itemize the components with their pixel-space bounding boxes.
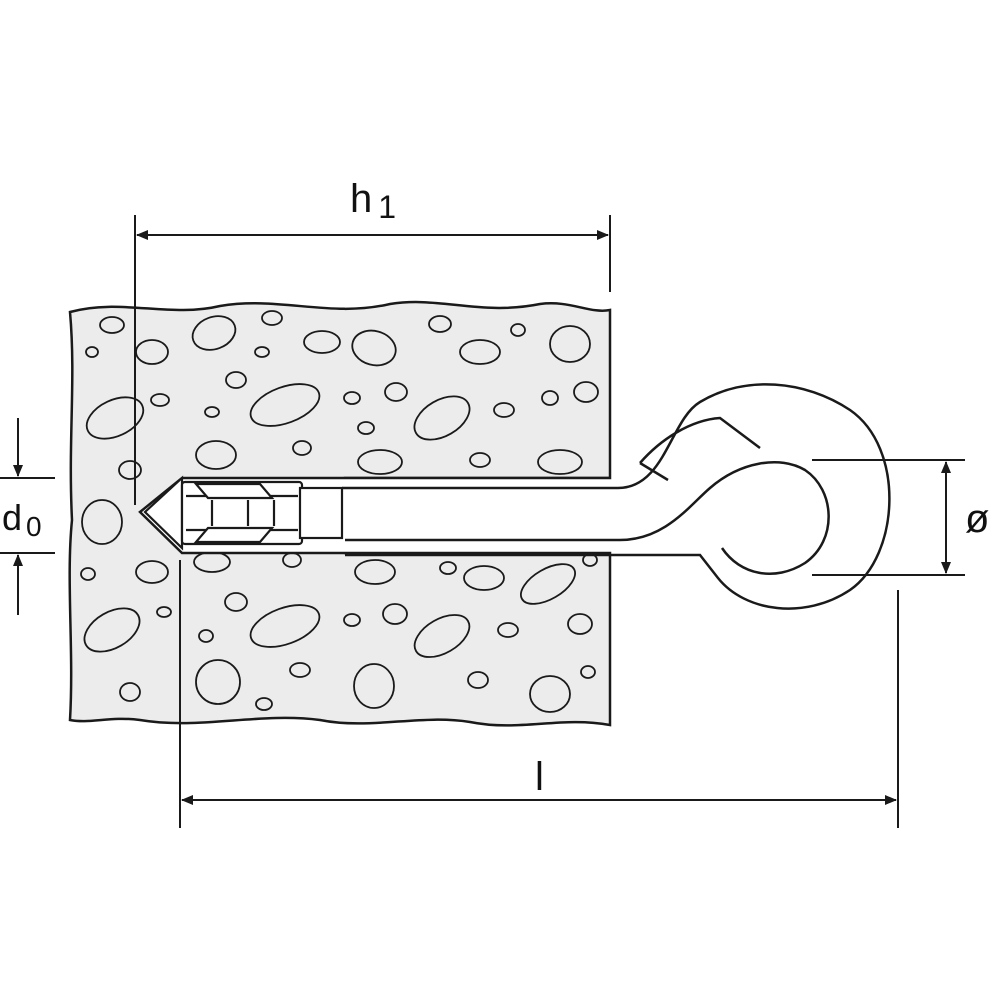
diameter-label: ø (965, 497, 989, 541)
anchor-slot-top (193, 482, 275, 500)
aggregate-stones (80, 310, 599, 713)
hook-shaft-outline (342, 383, 891, 610)
hook-inner-curve (345, 460, 830, 575)
l-label: l (535, 755, 544, 799)
expansion-anchor (143, 475, 344, 551)
hook-end (639, 416, 761, 464)
hook-screw (342, 383, 891, 610)
dimension-d0 (0, 418, 55, 615)
dimension-h1 (134, 215, 611, 505)
anchor-slot-bottom (193, 526, 275, 544)
anchor-collar (298, 486, 344, 540)
dimension-l (179, 560, 899, 828)
dimension-diameter (812, 459, 965, 576)
